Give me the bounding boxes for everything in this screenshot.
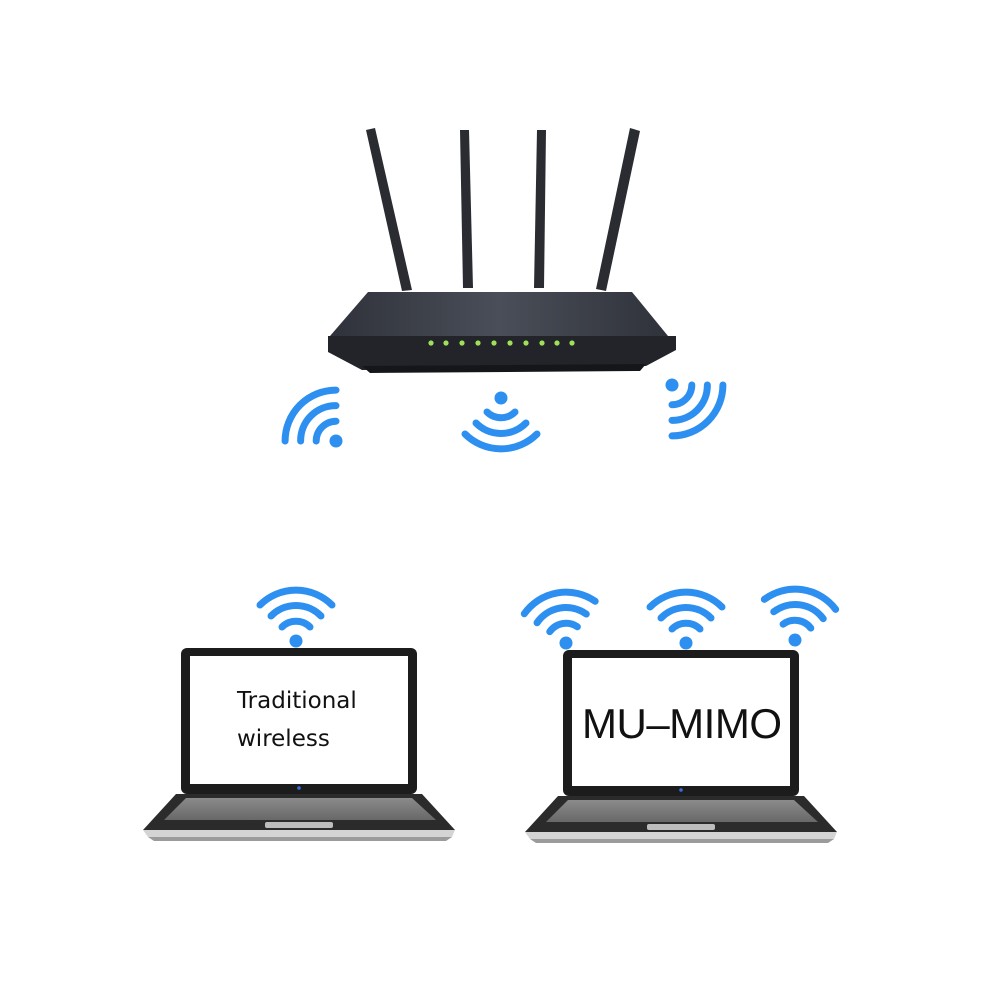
wifi-icon xyxy=(646,588,726,650)
router-front xyxy=(328,336,676,370)
mu-mimo-label: MU–MIMO xyxy=(582,700,782,747)
traditional-wireless-label-line1: Traditional xyxy=(237,688,357,714)
wifi-icon xyxy=(520,588,599,650)
wifi-icon xyxy=(665,378,727,440)
wifi-icon xyxy=(256,586,336,648)
wifi-icon xyxy=(760,585,840,647)
router-top xyxy=(330,292,668,336)
wifi-icon xyxy=(461,391,541,453)
laptop-icon xyxy=(525,650,837,843)
traditional-wireless-label-line2: wireless xyxy=(237,726,330,752)
router-icon xyxy=(328,128,676,373)
laptop-screen xyxy=(572,658,790,786)
router-leds xyxy=(428,340,575,346)
laptop-screen xyxy=(190,656,408,784)
router-antennas xyxy=(366,128,640,291)
laptop-icon xyxy=(143,648,455,841)
wifi-icon xyxy=(281,386,343,448)
